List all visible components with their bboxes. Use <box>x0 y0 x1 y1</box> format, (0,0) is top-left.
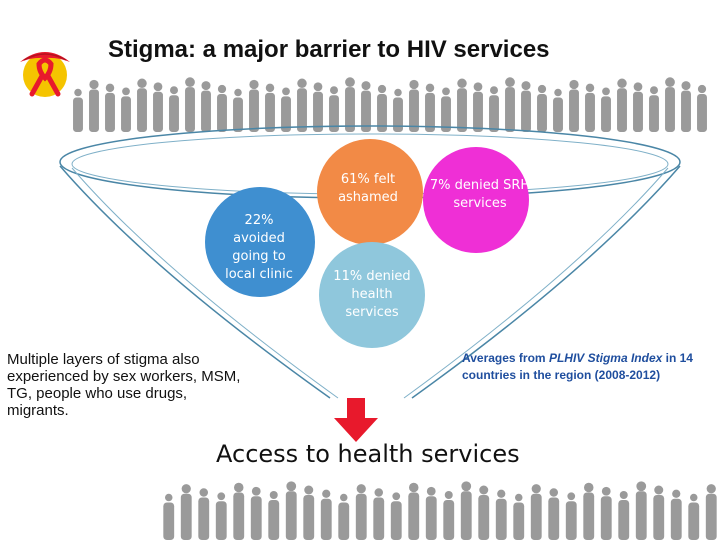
bubble-clinic <box>205 187 315 297</box>
person-silhouette <box>201 81 211 132</box>
person-silhouette <box>681 81 691 132</box>
person-silhouette <box>373 488 385 540</box>
person-silhouette <box>409 79 419 132</box>
arrow-down-icon <box>334 398 378 442</box>
person-silhouette <box>265 83 275 132</box>
red-ribbon-hat-icon <box>20 52 70 97</box>
stigma-funnel-diagram <box>59 125 681 399</box>
person-silhouette <box>73 88 83 132</box>
person-silhouette <box>585 83 595 132</box>
bubble-health <box>319 242 425 348</box>
person-silhouette <box>313 82 323 132</box>
person-silhouette <box>303 485 315 540</box>
person-silhouette <box>233 88 243 132</box>
person-silhouette <box>649 86 659 132</box>
person-silhouette <box>537 84 547 132</box>
person-silhouette <box>215 492 227 540</box>
person-silhouette <box>530 484 542 540</box>
person-silhouette <box>297 78 307 132</box>
person-silhouette <box>180 484 192 540</box>
person-silhouette <box>285 481 297 540</box>
person-silhouette <box>390 492 402 540</box>
person-silhouette <box>653 485 665 540</box>
person-silhouette <box>153 82 163 132</box>
person-silhouette <box>670 489 682 540</box>
bubble-srh <box>423 147 529 253</box>
person-silhouette <box>249 79 259 132</box>
person-silhouette <box>478 485 490 540</box>
person-silhouette <box>548 488 560 540</box>
person-silhouette <box>705 484 717 540</box>
person-silhouette <box>355 484 367 540</box>
person-silhouette <box>281 87 291 132</box>
person-silhouette <box>89 79 99 132</box>
person-silhouette <box>618 491 630 540</box>
access-label: Access to health services <box>216 440 520 468</box>
person-silhouette <box>583 482 595 540</box>
person-silhouette <box>408 482 420 540</box>
person-silhouette <box>233 482 245 540</box>
person-silhouette <box>443 491 455 540</box>
person-silhouette <box>521 81 531 132</box>
person-silhouette <box>505 77 515 132</box>
person-silhouette <box>457 78 467 132</box>
person-silhouette <box>185 77 195 132</box>
person-silhouette <box>393 88 403 132</box>
person-silhouette <box>635 481 647 540</box>
crowd-silhouettes-bottom <box>163 481 717 540</box>
person-silhouette <box>697 84 707 132</box>
person-silhouette <box>268 491 280 540</box>
person-silhouette <box>569 79 579 132</box>
person-silhouette <box>460 481 472 540</box>
right-note: Averages from PLHIV Stigma Index in 14 c… <box>462 350 720 384</box>
page-title: Stigma: a major barrier to HIV services <box>108 36 550 63</box>
person-silhouette <box>338 493 350 540</box>
bubble-ashamed <box>317 139 423 245</box>
left-note: Multiple layers of stigma also experienc… <box>7 351 241 419</box>
person-silhouette <box>601 87 611 132</box>
person-silhouette <box>377 84 387 132</box>
person-silhouette <box>137 78 147 132</box>
right-note-suffix: in 14 countries in the region (2008-2012… <box>462 351 693 382</box>
person-silhouette <box>425 486 437 540</box>
person-silhouette <box>198 488 210 540</box>
person-silhouette <box>617 78 627 132</box>
bubble-label-health: 11% denied health services <box>333 269 411 320</box>
person-silhouette <box>425 83 435 132</box>
person-silhouette <box>633 82 643 132</box>
person-silhouette <box>441 87 451 132</box>
person-silhouette <box>105 83 115 132</box>
person-silhouette <box>361 81 371 132</box>
person-silhouette <box>345 77 355 132</box>
person-silhouette <box>513 493 525 540</box>
right-note-source: PLHIV Stigma Index <box>548 351 663 365</box>
person-silhouette <box>169 86 179 132</box>
bubble-label-srh: 7% denied SRH services <box>429 178 531 211</box>
person-silhouette <box>688 493 700 540</box>
person-silhouette <box>495 489 507 540</box>
person-silhouette <box>320 489 332 540</box>
right-note-prefix: Averages from <box>462 351 549 365</box>
crowd-silhouettes-top <box>73 77 707 132</box>
bubble-label-ashamed: 61% felt ashamed <box>338 172 398 205</box>
person-silhouette <box>329 86 339 132</box>
person-silhouette <box>565 492 577 540</box>
bubble-label-clinic: 22% avoided going to local clinic <box>225 213 293 282</box>
person-silhouette <box>665 77 675 132</box>
person-silhouette <box>121 87 131 132</box>
person-silhouette <box>163 493 175 540</box>
person-silhouette <box>489 86 499 132</box>
person-silhouette <box>600 486 612 540</box>
person-silhouette <box>473 82 483 132</box>
person-silhouette <box>250 486 262 540</box>
person-silhouette <box>217 84 227 132</box>
person-silhouette <box>553 88 563 132</box>
